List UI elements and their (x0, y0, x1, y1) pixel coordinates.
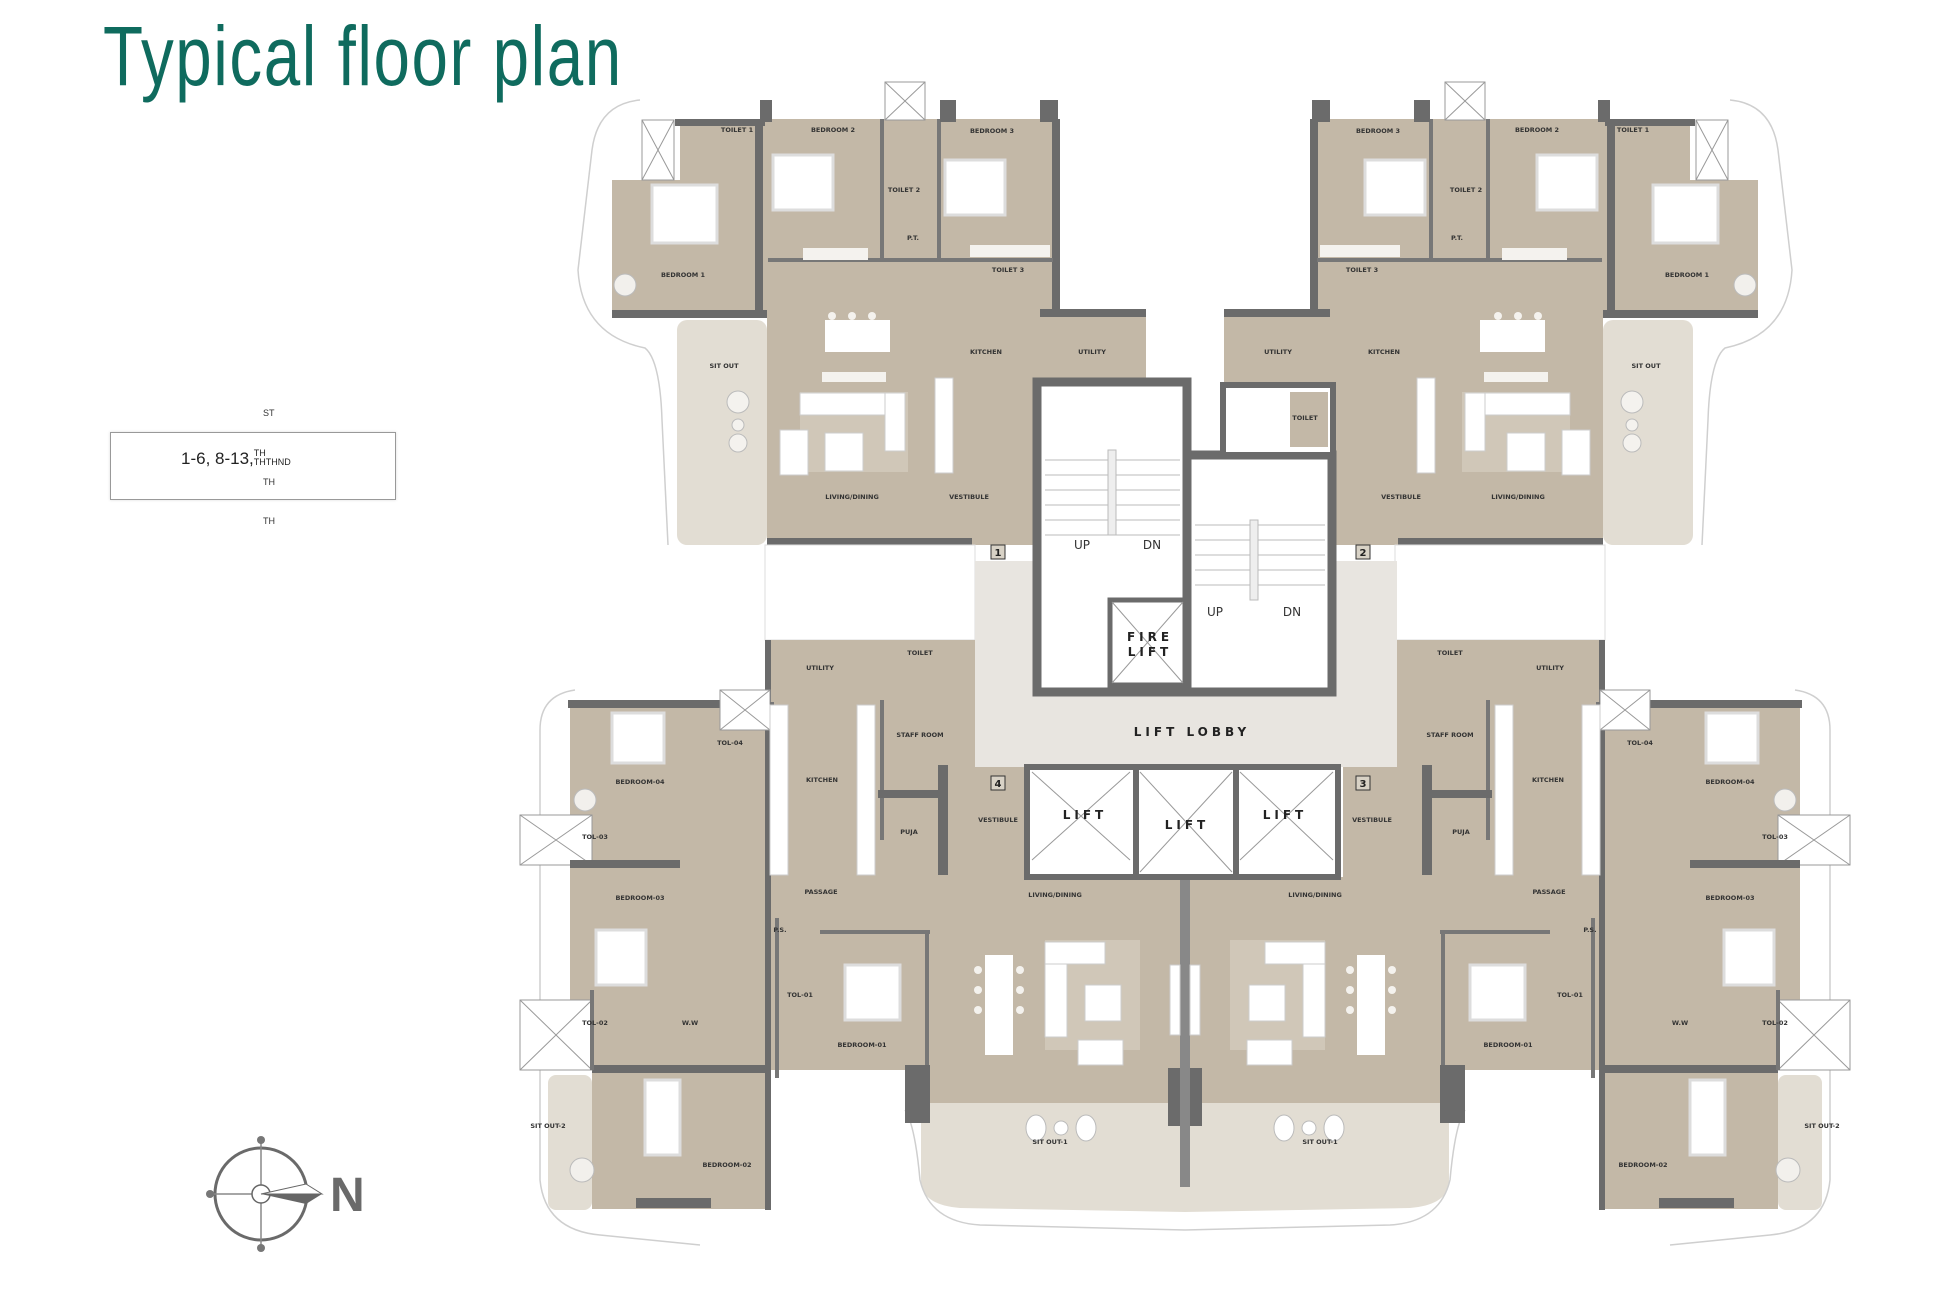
room-label: LIVING/DINING (1288, 891, 1342, 899)
room-label: TOILET 3 (1346, 266, 1378, 274)
room-label: BEDROOM-03 (615, 894, 664, 902)
room-label: W.W (682, 1019, 698, 1027)
room-label: TOL-03 (582, 833, 608, 841)
room-label: P.S. (773, 926, 786, 934)
room-label: SIT OUT-1 (1032, 1138, 1068, 1146)
unit-number: 3 (1360, 779, 1367, 790)
stair-up-label: UP (1207, 605, 1223, 619)
room-label: BEDROOM 3 (1356, 127, 1400, 135)
core-toilet-label: TOILET (1292, 414, 1318, 422)
room-label: BEDROOM 2 (811, 126, 855, 134)
room-label: SIT OUT-2 (1804, 1122, 1839, 1130)
legend-floors: 1-6, 8-13,THTHTHND (181, 448, 303, 469)
room-label: BEDROOM-02 (702, 1161, 751, 1169)
room-label: TOILET (907, 649, 933, 657)
room-label: P.T. (1451, 234, 1463, 242)
room-label: SIT OUT (1631, 362, 1661, 370)
unit-number: 2 (1360, 548, 1367, 559)
room-label: BEDROOM-02 (1618, 1161, 1667, 1169)
legend-floors-text: 1-6, 8-13, (181, 449, 254, 468)
core-toilet (1290, 392, 1328, 447)
room-label: SIT OUT-1 (1302, 1138, 1338, 1146)
room-label: BEDROOM-03 (1705, 894, 1754, 902)
unit-number-badge (1355, 775, 1371, 791)
room-label: STAFF ROOM (896, 731, 943, 739)
compass-rose-icon (206, 1136, 324, 1252)
legend-sup: TH (253, 448, 266, 458)
room-label: LIVING/DINING (825, 493, 879, 501)
legend-th-inside: TH (263, 477, 275, 487)
lift-label: LIFT (1263, 808, 1308, 822)
room-label: TOILET (1437, 649, 1463, 657)
room-label: BEDROOM-01 (837, 1041, 887, 1049)
room-label: TOILET 2 (888, 186, 920, 194)
room-label: SIT OUT (709, 362, 739, 370)
lift-label: LIFT (1165, 818, 1210, 832)
lift-lobby-label: LIFT LOBBY (1134, 725, 1250, 739)
fire-lift-label: LIFT (1128, 645, 1173, 659)
room-label: BEDROOM 3 (970, 127, 1014, 135)
room-label: LIVING/DINING (1028, 891, 1082, 899)
room-label: BEDROOM-01 (1483, 1041, 1533, 1049)
unit-number-badge (1355, 544, 1371, 560)
room-label: TOL-02 (582, 1019, 608, 1027)
lift-label: LIFT (1063, 808, 1108, 822)
compass-north-label: N (330, 1169, 365, 1222)
page-title: Typical floor plan (103, 9, 623, 103)
room-label: PUJA (1452, 828, 1470, 836)
room-label: TOL-04 (1627, 739, 1653, 747)
room-label: TOILET 1 (1617, 126, 1650, 134)
lift-bank (1024, 764, 1341, 880)
room-label: TOILET 3 (992, 266, 1024, 274)
core (975, 377, 1397, 880)
room-label: P.S. (1583, 926, 1596, 934)
room-label: BEDROOM-04 (615, 778, 665, 786)
room-label: PASSAGE (804, 888, 837, 896)
room-label: UTILITY (1536, 664, 1564, 672)
room-label: PUJA (900, 828, 918, 836)
room-label: KITCHEN (970, 348, 1002, 356)
room-label: TOILET 2 (1450, 186, 1482, 194)
legend-th-below: TH (263, 516, 275, 526)
stair-2 (1182, 450, 1337, 697)
room-label: KITCHEN (806, 776, 838, 784)
room-label: LIVING/DINING (1491, 493, 1545, 501)
unit-number: 1 (995, 548, 1002, 559)
fire-lift-label: FIRE (1127, 630, 1173, 644)
room-label: TOILET 1 (721, 126, 754, 134)
room-label: UTILITY (1264, 348, 1292, 356)
unit-number-badge (990, 544, 1006, 560)
stair-down-label: DN (1143, 538, 1161, 552)
room-label: UTILITY (1078, 348, 1106, 356)
legend-sub: THTHND (253, 457, 291, 467)
stair-up-label: UP (1074, 538, 1090, 552)
room-label: BEDROOM 1 (661, 271, 706, 279)
room-label: BEDROOM 1 (1665, 271, 1710, 279)
room-label: TOL-01 (787, 991, 813, 999)
room-label: VESTIBULE (949, 493, 989, 501)
legend-st: ST (263, 408, 275, 418)
floor-legend-box: 1-6, 8-13,THTHTHND TH (110, 432, 396, 500)
room-label: BEDROOM 2 (1515, 126, 1559, 134)
room-label: P.T. (907, 234, 919, 242)
room-label: TOL-03 (1762, 833, 1788, 841)
room-label: BEDROOM-04 (1705, 778, 1755, 786)
stair-down-label: DN (1283, 605, 1301, 619)
room-label: TOL-01 (1557, 991, 1583, 999)
room-label: TOL-04 (717, 739, 743, 747)
room-label: STAFF ROOM (1426, 731, 1473, 739)
unit-number: 4 (995, 779, 1002, 790)
room-label: VESTIBULE (978, 816, 1018, 824)
room-label: KITCHEN (1532, 776, 1564, 784)
room-label: VESTIBULE (1352, 816, 1392, 824)
room-label: TOL-02 (1762, 1019, 1788, 1027)
room-label: VESTIBULE (1381, 493, 1421, 501)
room-label: PASSAGE (1532, 888, 1565, 896)
room-label: UTILITY (806, 664, 834, 672)
unit-number-badge (990, 775, 1006, 791)
room-label: KITCHEN (1368, 348, 1400, 356)
room-label: W.W (1672, 1019, 1688, 1027)
room-label: SIT OUT-2 (530, 1122, 565, 1130)
